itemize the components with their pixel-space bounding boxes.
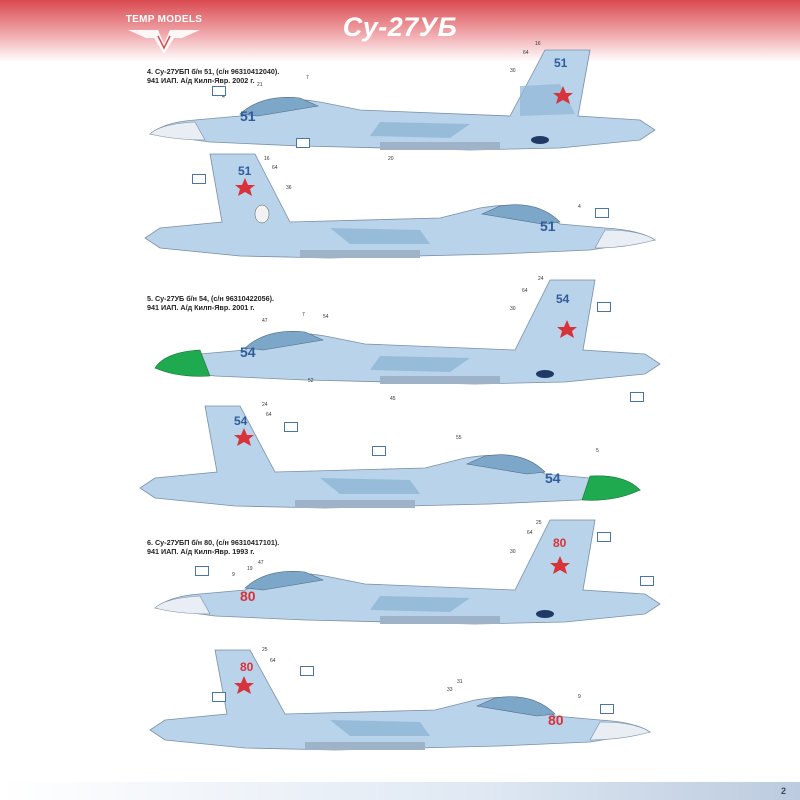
footer-band bbox=[0, 782, 800, 800]
callout: 30 bbox=[510, 549, 516, 555]
aircraft-silhouette bbox=[154, 279, 661, 385]
profile-caption-1-line1: 4. Су-27УБП б/н 51, (с/н 96310412040). bbox=[147, 67, 280, 76]
callout: 55 bbox=[456, 435, 462, 441]
aircraft-silhouette bbox=[139, 405, 642, 509]
aircraft-right-view-3: 80 80 25 64 31 33 9 bbox=[0, 642, 800, 772]
callout: 64 bbox=[266, 412, 272, 418]
callout: 7 bbox=[306, 75, 309, 81]
callout: 4 bbox=[222, 94, 225, 100]
callout: 64 bbox=[270, 658, 276, 664]
callout: 64 bbox=[522, 288, 528, 294]
callout: 16 bbox=[264, 156, 270, 162]
logo-wings-icon bbox=[128, 30, 200, 54]
tail-number-nose: 51 bbox=[540, 218, 556, 234]
aircraft-left-view-3: 80 80 25 64 30 47 19 9 bbox=[0, 512, 800, 642]
profile-caption-2: 5. Су-27УБ б/н 54, (с/н 96310422056). 94… bbox=[147, 294, 274, 312]
tail-number-fin: 80 bbox=[553, 536, 567, 550]
profile-caption-1: 4. Су-27УБП б/н 51, (с/н 96310412040). 9… bbox=[147, 67, 279, 85]
callout: 9 bbox=[578, 694, 581, 700]
stencil-key bbox=[597, 302, 611, 312]
callout: 25 bbox=[262, 647, 268, 653]
tail-number-fin: 51 bbox=[554, 56, 568, 70]
callout: 64 bbox=[523, 50, 529, 56]
profile-caption-1-line2: 941 ИАП. А/д Килп-Явр. 2002 г. bbox=[147, 76, 255, 85]
callout: 36 bbox=[286, 185, 292, 191]
stencil-key bbox=[600, 704, 614, 714]
callout: 16 bbox=[535, 41, 541, 47]
callout: 52 bbox=[308, 378, 314, 384]
tail-number-nose: 80 bbox=[240, 588, 256, 604]
callout: 47 bbox=[258, 560, 264, 566]
profile-caption-2-line2: 941 ИАП. А/д Килп-Явр. 2001 г. bbox=[147, 303, 255, 312]
callout: 25 bbox=[536, 520, 542, 526]
tail-number-fin: 80 bbox=[240, 660, 254, 674]
callout: 30 bbox=[510, 68, 516, 74]
aircraft-silhouette bbox=[144, 153, 657, 259]
brand-name: TEMP MODELS bbox=[125, 14, 203, 25]
callout: 21 bbox=[257, 82, 263, 88]
callout: 64 bbox=[527, 530, 533, 536]
tail-number-nose: 54 bbox=[545, 470, 561, 486]
callout: 4 bbox=[578, 204, 581, 210]
tail-number-nose: 54 bbox=[240, 344, 256, 360]
header-band: TEMP MODELS Су-27УБ bbox=[0, 0, 800, 62]
stencil-key bbox=[192, 174, 206, 184]
profile-caption-3: 6. Су-27УБП б/н 80, (с/н 96310417101). 9… bbox=[147, 538, 279, 556]
stencil-key bbox=[372, 446, 386, 456]
stencil-key bbox=[597, 532, 611, 542]
stencil-key bbox=[300, 666, 314, 676]
callout: 45 bbox=[390, 396, 396, 402]
stencil-key bbox=[296, 138, 310, 148]
callout: 20 bbox=[388, 156, 394, 162]
callout: 47 bbox=[262, 318, 268, 324]
profile-caption-3-line2: 941 ИАП. А/д Килп-Явр. 1993 г. bbox=[147, 547, 255, 556]
tail-number-nose: 80 bbox=[548, 712, 564, 728]
callout: 30 bbox=[510, 306, 516, 312]
tail-number-fin: 54 bbox=[234, 414, 248, 428]
stencil-key bbox=[284, 422, 298, 432]
callout: 19 bbox=[247, 566, 253, 572]
callout: 31 bbox=[457, 679, 463, 685]
page-title: Су-27УБ bbox=[342, 12, 458, 42]
callout: 24 bbox=[538, 276, 544, 282]
profile-caption-3-line1: 6. Су-27УБП б/н 80, (с/н 96310417101). bbox=[147, 538, 280, 547]
aircraft-silhouette bbox=[149, 49, 656, 151]
callout: 24 bbox=[262, 402, 268, 408]
callout: 5 bbox=[596, 448, 599, 454]
aircraft-right-view-1: 51 51 16 64 36 4 bbox=[0, 148, 800, 278]
stencil-key bbox=[640, 576, 654, 586]
aircraft-silhouette bbox=[149, 649, 652, 751]
aircraft-silhouette bbox=[154, 519, 661, 625]
tail-number-fin: 54 bbox=[556, 292, 570, 306]
stencil-key bbox=[630, 392, 644, 402]
aircraft-left-view-1: 51 51 16 64 30 7 21 4 20 bbox=[0, 38, 800, 168]
temp-models-logo: TEMP MODELS bbox=[118, 10, 210, 58]
aircraft-right-view-2: 54 54 24 64 55 5 bbox=[0, 398, 800, 528]
stencil-key bbox=[212, 692, 226, 702]
tail-number-fin: 51 bbox=[238, 164, 252, 178]
profile-caption-2-line1: 5. Су-27УБ б/н 54, (с/н 96310422056). bbox=[147, 294, 275, 303]
callout: 9 bbox=[232, 572, 235, 578]
page-number: 2 bbox=[780, 786, 786, 796]
aircraft-left-view-2: 54 54 24 64 30 47 7 54 52 45 bbox=[0, 268, 800, 402]
callout: 7 bbox=[302, 312, 305, 318]
stencil-key bbox=[212, 86, 226, 96]
callout: 33 bbox=[447, 687, 453, 693]
stencil-key bbox=[195, 566, 209, 576]
callout: 54 bbox=[323, 314, 329, 320]
tail-number-nose: 51 bbox=[240, 108, 256, 124]
stencil-key bbox=[595, 208, 609, 218]
callout: 64 bbox=[272, 165, 278, 171]
